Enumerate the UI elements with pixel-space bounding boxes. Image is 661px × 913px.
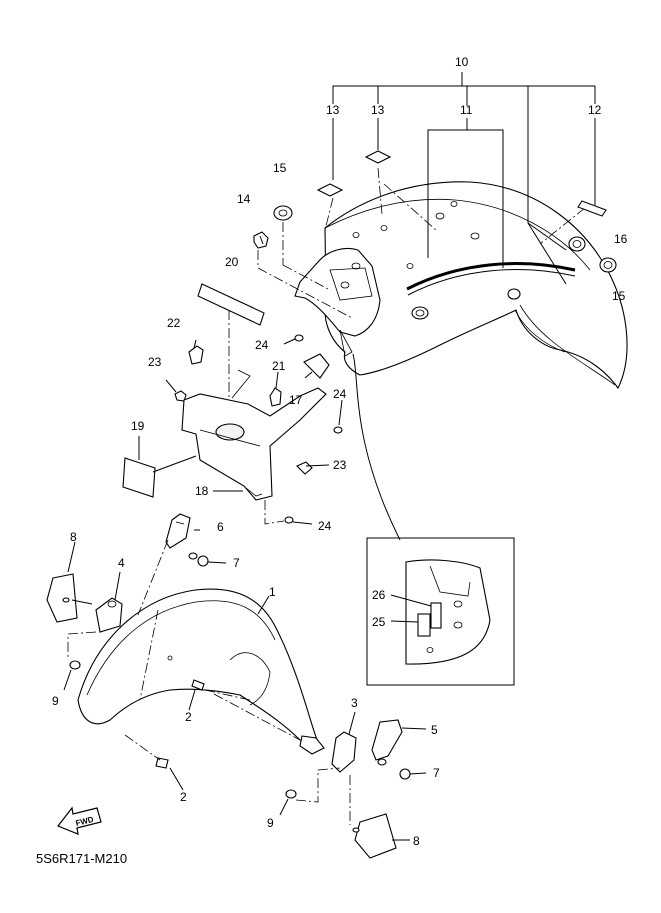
callout-labels: 10 13 13 11 12 15 14 16 15 20 22 24 23 2… — [52, 55, 628, 848]
callout-26: 26 — [372, 588, 386, 602]
leader-24-c — [264, 500, 285, 525]
callout-5: 5 — [431, 723, 438, 737]
reflector-19 — [122, 436, 197, 498]
grommet-15-top — [273, 205, 331, 291]
top-leader-lines — [324, 72, 596, 285]
callout-15-b: 15 — [612, 289, 626, 303]
bracket-3 — [213, 693, 357, 773]
callout-24-a: 24 — [255, 338, 269, 352]
inset-leader — [352, 353, 401, 541]
callout-23-b: 23 — [333, 458, 347, 472]
callout-8-a: 8 — [70, 530, 77, 544]
nut-9-left — [63, 660, 81, 691]
plate-bracket-18 — [181, 369, 327, 501]
callout-13-a: 13 — [326, 103, 340, 117]
callout-7-b: 7 — [433, 766, 440, 780]
callout-23-a: 23 — [148, 355, 162, 369]
grommet-15-right — [599, 257, 617, 273]
callout-16: 16 — [614, 232, 628, 246]
bracket-4 — [67, 571, 123, 660]
callout-9-a: 9 — [52, 694, 59, 708]
fwd-label: FWD — [75, 815, 95, 828]
callout-20: 20 — [225, 255, 239, 269]
callout-22: 22 — [167, 316, 181, 330]
bracket-5 — [371, 719, 427, 766]
pad-23-b — [296, 461, 313, 475]
clip-14 — [253, 231, 353, 319]
callout-10: 10 — [455, 55, 469, 69]
fwd-arrow-icon: FWD — [57, 806, 102, 835]
callout-8-b: 8 — [413, 834, 420, 848]
callout-19: 19 — [131, 419, 145, 433]
callout-11: 11 — [460, 103, 473, 117]
callout-24-b: 24 — [333, 387, 347, 401]
grommet-16 — [568, 236, 586, 252]
spacer-17 — [303, 353, 330, 379]
callout-12: 12 — [588, 103, 602, 117]
callout-7-a: 7 — [233, 556, 240, 570]
callout-14: 14 — [237, 192, 251, 206]
rear-fender — [294, 181, 628, 390]
bolt-2-lower — [124, 734, 184, 791]
callout-18: 18 — [195, 484, 209, 498]
nut-7-left — [188, 552, 227, 567]
callout-24-c: 24 — [318, 519, 332, 533]
callout-4: 4 — [118, 556, 125, 570]
callout-25: 25 — [372, 615, 386, 629]
inset-detail — [366, 537, 515, 686]
strip-20 — [197, 283, 265, 326]
callout-1: 1 — [269, 585, 276, 599]
callout-15-a: 15 — [273, 161, 287, 175]
callout-21: 21 — [272, 359, 286, 373]
nut-7-right — [399, 768, 427, 780]
screw-24-b — [333, 399, 343, 434]
callout-17: 17 — [289, 393, 303, 407]
callout-6: 6 — [217, 520, 224, 534]
pad-21 — [269, 387, 282, 407]
label-13-a — [316, 183, 344, 197]
bolt-2-upper — [188, 679, 251, 711]
nut-9-right — [279, 767, 341, 816]
callout-2-b: 2 — [180, 790, 187, 804]
callout-9-b: 9 — [267, 816, 274, 830]
pad-23-a — [174, 390, 187, 402]
label-13-b — [364, 150, 392, 164]
callout-2-a: 2 — [185, 710, 192, 724]
diagram-code: 5S6R171-M210 — [36, 851, 127, 866]
label-12 — [577, 200, 607, 217]
bracket-6 — [137, 513, 200, 616]
screw-24-a — [283, 334, 304, 345]
reflector-8-left — [46, 541, 93, 623]
screw-24-c — [284, 516, 313, 525]
callout-13-b: 13 — [371, 103, 385, 117]
reflector-8-right — [349, 775, 410, 859]
pad-22 — [188, 345, 204, 365]
callout-3: 3 — [351, 696, 358, 710]
